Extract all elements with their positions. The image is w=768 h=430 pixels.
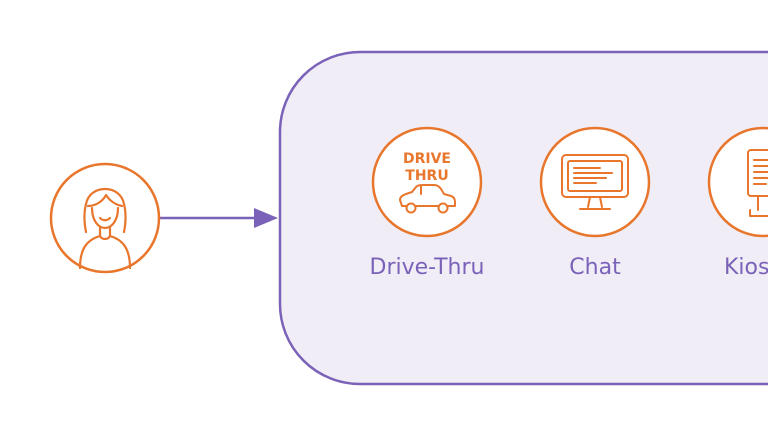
channel-label-kiosk: Kiosk — [724, 255, 768, 280]
woman-avatar-icon — [78, 187, 132, 270]
monitor-chat-icon — [561, 154, 629, 210]
channel-chat — [539, 126, 651, 238]
kiosk-icon — [747, 149, 768, 217]
car-icon — [399, 184, 456, 214]
channel-drive-thru: DRIVE THRU — [371, 126, 483, 238]
drive-thru-badge-line1: DRIVE — [403, 151, 451, 167]
channel-label-drive-thru: Drive-Thru — [369, 255, 485, 280]
channel-kiosk — [707, 126, 768, 238]
channel-label-chat: Chat — [569, 255, 621, 280]
customer-avatar — [49, 162, 161, 274]
connector-arrow — [160, 208, 278, 228]
drive-thru-badge-line2: THRU — [405, 168, 448, 184]
channels-panel — [278, 50, 768, 386]
